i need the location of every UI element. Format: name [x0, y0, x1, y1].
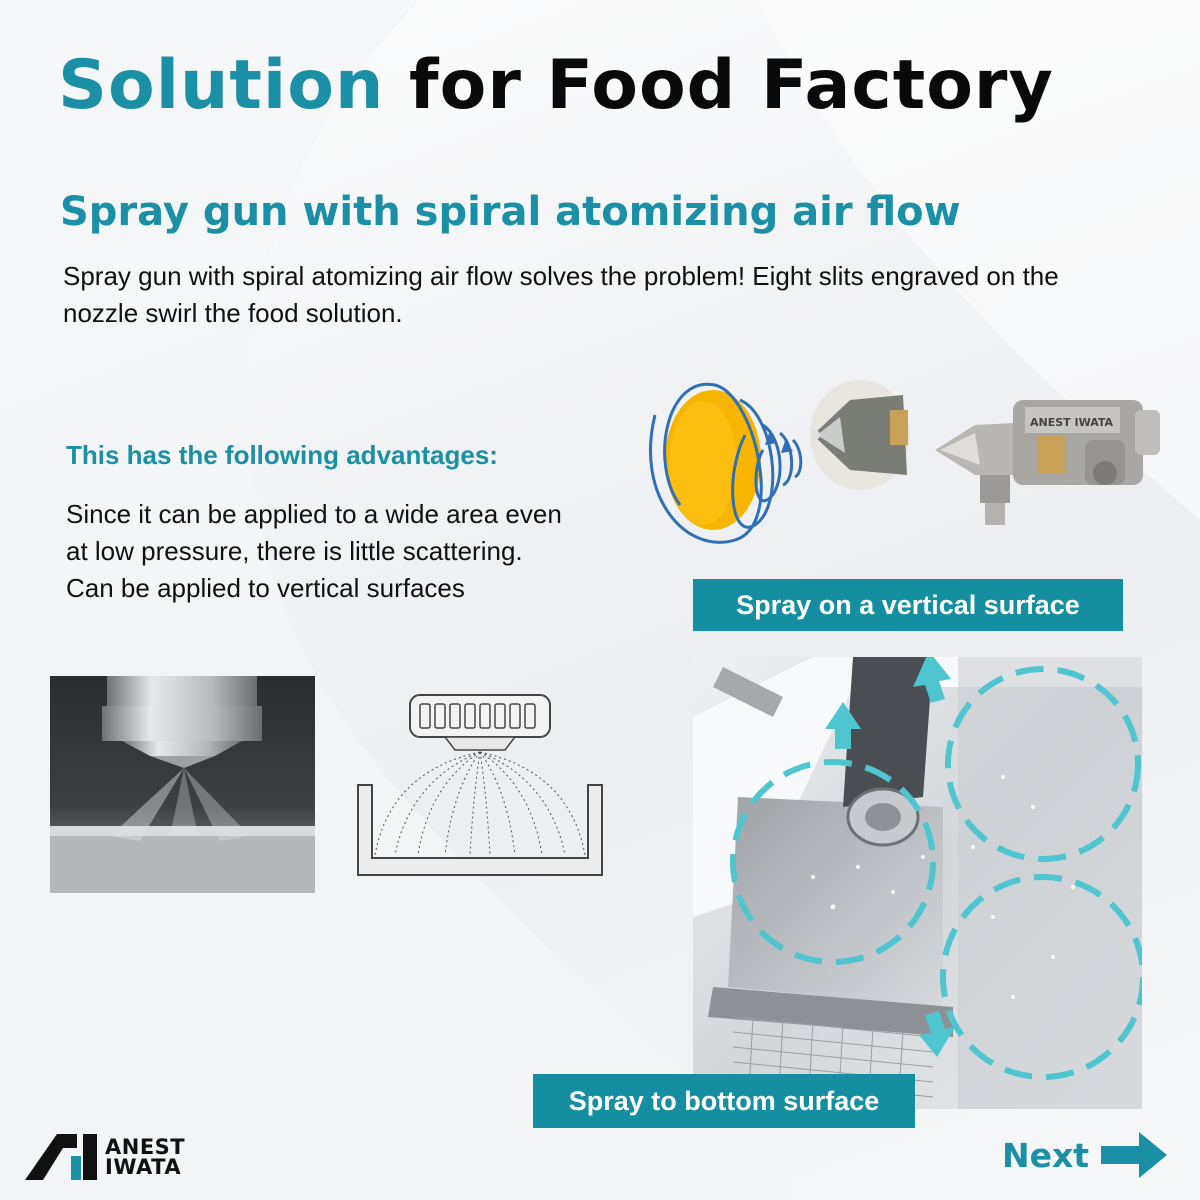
spray-gun-body: ANEST IWATA	[935, 400, 1160, 525]
gun-brand-mark: ANEST IWATA	[1030, 416, 1114, 429]
logo-line-1: ANEST	[105, 1135, 186, 1159]
nozzle-spray-photo	[50, 676, 315, 893]
advantages-heading: This has the following advantages:	[66, 440, 498, 470]
next-label: Next	[1002, 1135, 1090, 1175]
anest-iwata-logo: ANEST IWATA	[25, 1132, 225, 1182]
right-arrow-icon	[1101, 1132, 1168, 1178]
label-bottom-surface: Spray to bottom surface	[533, 1074, 915, 1128]
logo-line-2: IWATA	[105, 1155, 182, 1179]
advantage-line: Since it can be applied to a wide area e…	[66, 499, 562, 529]
title-accent: Solution	[58, 46, 385, 125]
spray-gun-illustration: ANEST IWATA	[649, 380, 1160, 544]
spray-pattern-diagram	[357, 694, 603, 876]
section-subtitle: Spray gun with spiral atomizing air flow	[60, 189, 961, 235]
advantages-text: Since it can be applied to a wide area e…	[66, 496, 666, 607]
title-rest: for Food Factory	[409, 46, 1054, 125]
logo-mark-icon	[25, 1134, 97, 1180]
next-button[interactable]: Next	[1002, 1130, 1168, 1180]
logo-text: ANEST IWATA	[105, 1135, 186, 1179]
advantage-line: Can be applied to vertical surfaces	[66, 573, 465, 603]
intro-text: Spray gun with spiral atomizing air flow…	[63, 261, 1059, 328]
page-title: Solution for Food Factory	[58, 52, 1054, 120]
label-vertical-surface: Spray on a vertical surface	[693, 579, 1123, 631]
spiral-airflow-icon	[649, 382, 803, 544]
nozzle-closeup	[810, 380, 910, 490]
advantage-line: at low pressure, there is little scatter…	[66, 536, 523, 566]
vertical-spray-photo	[693, 657, 1142, 1109]
